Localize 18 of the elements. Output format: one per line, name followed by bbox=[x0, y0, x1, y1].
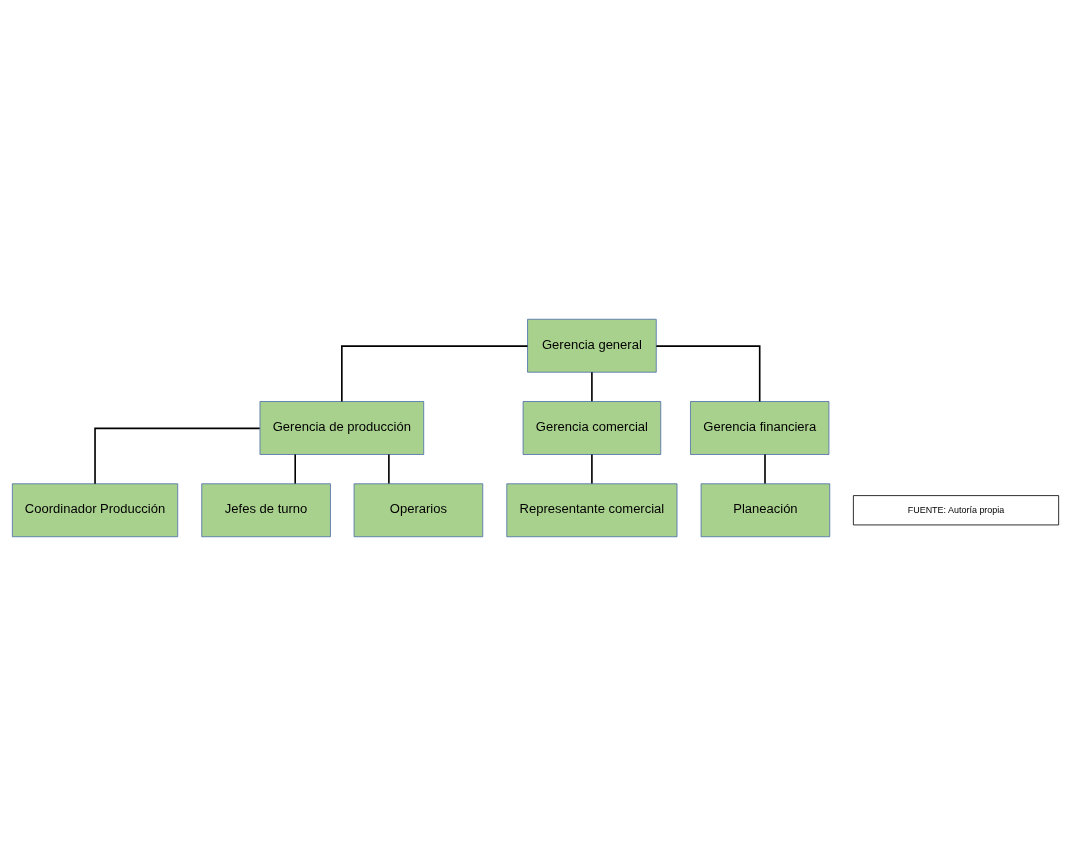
connector bbox=[94, 427, 261, 484]
connector bbox=[591, 453, 593, 484]
node-box: Operarios bbox=[353, 482, 484, 537]
connector bbox=[764, 453, 766, 484]
node-box: Planeación bbox=[700, 482, 831, 537]
node-box: Jefes de turno bbox=[201, 482, 331, 537]
node-box: Representante comercial bbox=[506, 482, 678, 537]
connector bbox=[388, 453, 390, 484]
node-box: Gerencia comercial bbox=[522, 400, 662, 455]
node-box: FUENTE: Autoría propia bbox=[852, 494, 1060, 525]
node-box: Coordinador Producción bbox=[11, 482, 179, 537]
node-box: Gerencia de producción bbox=[259, 400, 425, 455]
connector bbox=[341, 344, 529, 402]
connector bbox=[294, 453, 297, 484]
connector bbox=[655, 344, 761, 402]
connector bbox=[591, 370, 593, 402]
node-box: Gerencia general bbox=[527, 318, 657, 373]
node-box: Gerencia financiera bbox=[690, 400, 830, 455]
